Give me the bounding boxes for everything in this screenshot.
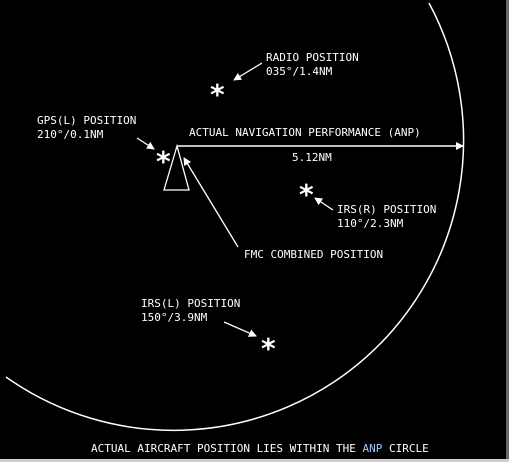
bottom-frame-border — [0, 459, 509, 462]
footer-text-after: CIRCLE — [382, 442, 428, 455]
gps-l-position-value: 210°/0.1NM — [37, 128, 104, 141]
radio-leader-arrow — [233, 62, 263, 81]
irs-r-position-value: 110°/2.3NM — [337, 217, 404, 230]
irs-r-leader-arrow — [314, 197, 334, 211]
aircraft-symbol — [163, 143, 190, 191]
gps-l-position-star: * — [156, 145, 171, 178]
footer-anp-highlight: ANP — [363, 442, 383, 455]
footer-caption: ACTUAL AIRCRAFT POSITION LIES WITHIN THE… — [91, 442, 429, 455]
fmc-leader-arrow — [183, 157, 239, 248]
radio-position-star: * — [210, 78, 225, 111]
anp-label: ACTUAL NAVIGATION PERFORMANCE (ANP) — [189, 126, 421, 139]
irs-l-position-value: 150°/3.9NM — [141, 311, 208, 324]
irs-r-position-title: IRS(R) POSITION — [337, 203, 436, 216]
irs-l-position-star: * — [261, 332, 276, 365]
fmc-combined-position-label: FMC COMBINED POSITION — [244, 248, 383, 261]
radio-position-title: RADIO POSITION — [266, 51, 359, 64]
right-frame-border — [506, 0, 509, 462]
gps-l-position-title: GPS(L) POSITION — [37, 114, 136, 127]
radio-position-value: 035°/1.4NM — [266, 65, 333, 78]
gps-leader-arrow — [136, 137, 155, 150]
irs-l-leader-arrow — [223, 321, 257, 337]
anp-distance: 5.12NM — [292, 151, 332, 164]
anp-circle — [5, 2, 465, 432]
irs-r-position-star: * — [299, 178, 314, 211]
irs-l-position-title: IRS(L) POSITION — [141, 297, 240, 310]
footer-text-before: ACTUAL AIRCRAFT POSITION LIES WITHIN THE — [91, 442, 363, 455]
